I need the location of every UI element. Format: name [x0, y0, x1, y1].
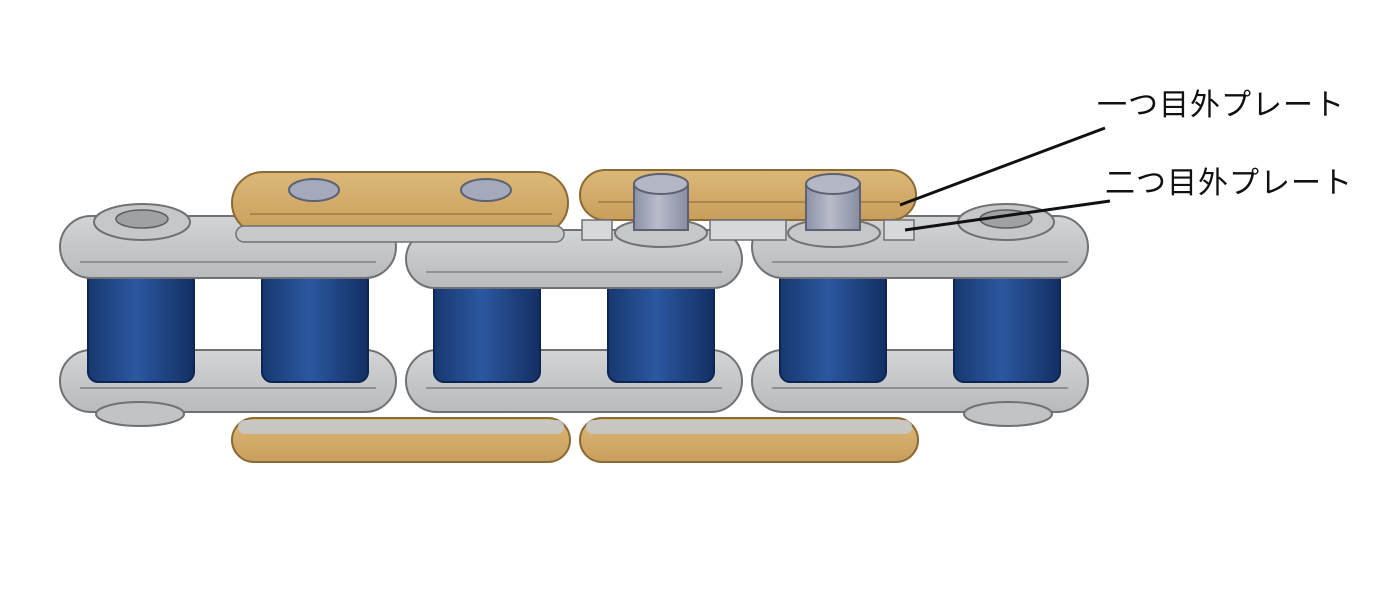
pin-head-1: [288, 178, 340, 202]
bottom-inner-plates: [59, 349, 1089, 427]
roller-2: [261, 269, 369, 383]
roller-5: [779, 269, 887, 383]
top-outer-plate-right: [579, 169, 917, 221]
top-inner-plates: [59, 203, 1089, 289]
pin-head-2: [460, 178, 512, 202]
bottom-outer-plates: [231, 417, 919, 463]
label-first-outer-plate: 一つ目外プレート: [1097, 88, 1345, 123]
top-outer-plate-left: [231, 171, 569, 235]
roller-1: [87, 269, 195, 383]
leader-lines: [899, 126, 1111, 232]
leader-line-first-outer-plate: [899, 126, 1106, 207]
roller-6: [953, 269, 1061, 383]
pins: [288, 173, 861, 231]
label-second-outer-plate: 二つ目外プレート: [1105, 166, 1353, 201]
leader-line-second-outer-plate: [904, 199, 1111, 232]
